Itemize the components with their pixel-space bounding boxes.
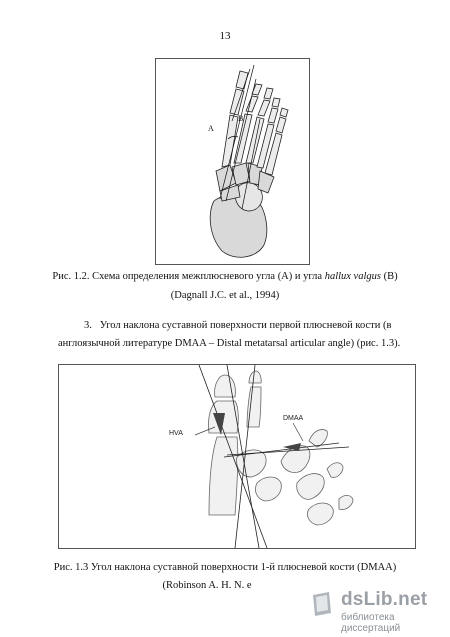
figure1-caption: Рис. 1.2. Схема определения межплюсневог…: [52, 271, 398, 282]
dmaa-label: DMAA: [283, 415, 304, 422]
dmaa-figure: HVA DMAA: [58, 364, 416, 549]
dmaa-drawing: HVA DMAA: [169, 365, 354, 548]
marker-b-label: B: [238, 114, 243, 123]
page-number: 13: [219, 30, 231, 42]
section-number: 3.: [84, 320, 92, 331]
foot-skeleton-figure: A B: [155, 58, 310, 265]
foot-skeleton-drawing: A B: [208, 64, 289, 258]
watermark-subtitle: библиотека диссертаций: [341, 612, 401, 634]
dslib-watermark: dsLib.net библиотека диссертаций: [311, 589, 441, 634]
figure1-source: (Dagnall J.C. et al., 1994): [170, 290, 280, 301]
figure2-source: (Robinson A. H. N. e: [162, 580, 252, 591]
book-logo-icon: [313, 592, 331, 616]
marker-a-label: A: [208, 124, 214, 133]
section-line-2: англоязычной литературе DMAA – Distal me…: [58, 338, 401, 349]
watermark-title: dsLib.net: [341, 589, 428, 610]
hva-label: HVA: [169, 430, 183, 437]
section-line-1: 3. Угол наклона суставной поверхности пе…: [84, 318, 424, 334]
section-heading-text: Угол наклона суставной поверхности перво…: [99, 320, 392, 331]
figure2-caption: Рис. 1.3 Угол наклона суставной поверхно…: [53, 562, 397, 573]
